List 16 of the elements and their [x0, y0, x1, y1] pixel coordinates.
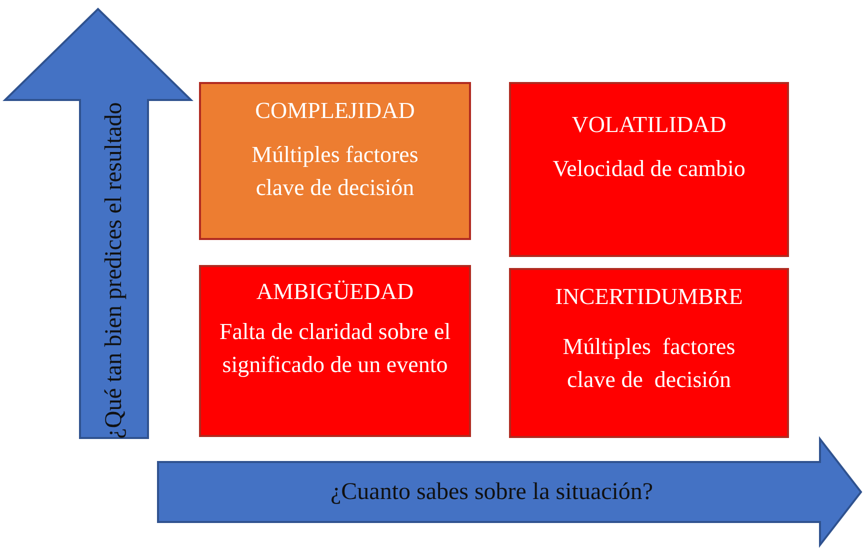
text-box: [199, 265, 471, 437]
box-heading: AMBIGÜEDAD: [256, 279, 414, 305]
axis-label: ¿Cuanto sabes sobre la situación?: [330, 478, 654, 506]
box-heading: INCERTIDUMBRE: [555, 284, 743, 310]
text-box: [509, 82, 789, 257]
text-box: [509, 268, 789, 438]
box-description: Falta de claridad sobre el significado de un evento: [218, 318, 452, 380]
text-box: [199, 82, 471, 240]
box-description: Velocidad de cambio: [552, 155, 746, 183]
box-description: Múltiples factores clave de decisión: [250, 141, 420, 202]
box-heading: COMPLEJIDAD: [255, 98, 415, 124]
axis-label: ¿Qué tan bien predices el resultado: [100, 102, 128, 438]
box-description: Múltiples factores clave de decisión: [562, 333, 736, 394]
horizontal-axis-arrow: [157, 438, 863, 546]
box-heading: VOLATILIDAD: [572, 112, 726, 138]
vertical-axis-arrow: [4, 8, 192, 440]
